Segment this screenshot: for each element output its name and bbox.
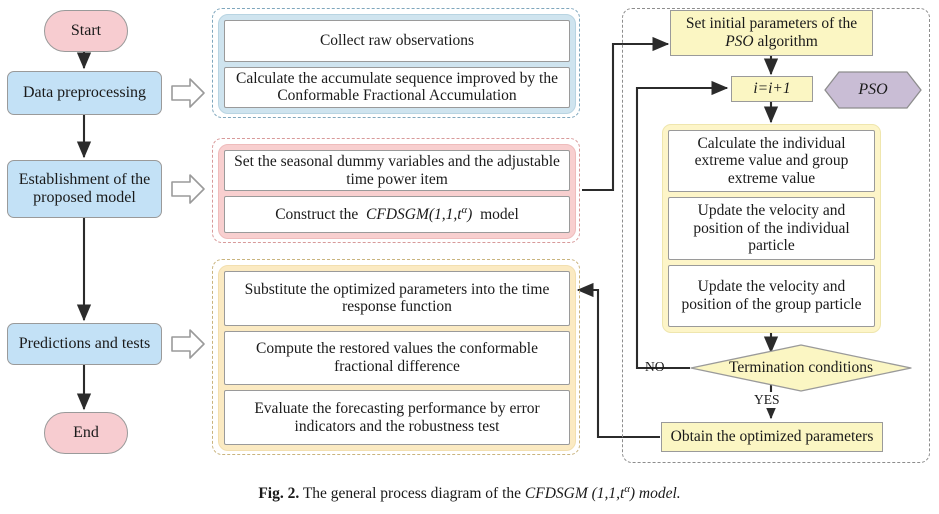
pso-init-parameters-box[interactable]: Set initial parameters of the PSO algori…: [670, 10, 873, 56]
edge-label-yes: YES: [753, 392, 781, 408]
cell-text: Evaluate the forecasting performance by …: [254, 400, 540, 435]
stage-data-preprocessing[interactable]: Data preprocessing: [7, 71, 162, 115]
pso-badge-hexagon: PSO: [824, 71, 922, 109]
fat-arrow-icon-2: [170, 172, 206, 206]
pso-step-update-individual-particle[interactable]: Update the velocity and position of the …: [668, 197, 875, 260]
data-preprocessing-group: Collect raw observations Calculate the a…: [212, 8, 580, 118]
pso-result-box[interactable]: Obtain the optimized parameters: [661, 422, 883, 452]
pso-counter-box[interactable]: i=i+1: [731, 76, 813, 102]
pso-result-label: Obtain the optimized parameters: [670, 428, 874, 446]
caption-model-tail: ) model.: [629, 485, 681, 503]
construct-model-exponent: α: [461, 205, 468, 217]
end-label: End: [73, 424, 99, 441]
figure-caption: Fig. 2. The general process diagram of t…: [0, 484, 939, 503]
pso-counter-label: i=i+1: [753, 80, 791, 98]
cell-construct-cfdsgm-model[interactable]: Construct the CFDSGM(1,1,tα) model: [224, 196, 570, 233]
stage-model-establishment[interactable]: Establishment of the proposed model: [7, 160, 162, 218]
pso-step-text: Update the velocity and position of the …: [693, 202, 850, 255]
fat-arrow-icon-3: [170, 327, 206, 361]
pso-panel: [622, 8, 930, 463]
pso-step-text: Update the velocity and position of the …: [681, 278, 862, 313]
predictions-tests-group: Substitute the optimized parameters into…: [212, 259, 580, 455]
construct-prefix: Construct the: [275, 206, 359, 224]
fat-arrow-icon-1: [170, 76, 206, 110]
stage-label-data-preprocessing: Data preprocessing: [22, 84, 147, 102]
caption-prefix: Fig. 2.: [258, 485, 300, 503]
pso-steps-group: Calculate the individual extreme value a…: [662, 124, 881, 333]
caption-model-exponent: α: [624, 484, 630, 495]
cell-evaluate-forecasting-performance[interactable]: Evaluate the forecasting performance by …: [224, 390, 570, 446]
cell-calculate-accumulate-sequence[interactable]: Calculate the accumulate sequence improv…: [224, 66, 570, 108]
cell-text: Calculate the accumulate sequence improv…: [236, 69, 558, 105]
cell-set-seasonal-dummy-variables[interactable]: Set the seasonal dummy variables and the…: [224, 150, 570, 192]
pso-init-line1: Set initial parameters of the: [685, 15, 858, 33]
pso-step-calculate-extremes[interactable]: Calculate the individual extreme value a…: [668, 130, 875, 193]
stage-label-model-establishment: Establishment of the proposed model: [18, 171, 151, 206]
construct-suffix: model: [480, 206, 519, 224]
cell-collect-raw-observations[interactable]: Collect raw observations: [224, 20, 570, 62]
stage-label-predictions-tests: Predictions and tests: [18, 335, 151, 353]
pso-init-line2-rest: algorithm: [753, 33, 818, 50]
pso-badge-label: PSO: [858, 81, 888, 98]
construct-model-args: (1,1,t: [428, 206, 462, 224]
cell-text: Substitute the optimized parameters into…: [244, 280, 550, 316]
construct-model-tail: ): [467, 206, 473, 224]
cell-text: Collect raw observations: [319, 31, 475, 49]
pso-acronym: PSO: [725, 33, 754, 50]
cell-compute-restored-values[interactable]: Compute the restored values the conforma…: [224, 330, 570, 386]
cell-text: Compute the restored values the conforma…: [256, 340, 538, 375]
construct-model-name: CFDSGM: [366, 206, 429, 224]
cell-substitute-optimized-parameters[interactable]: Substitute the optimized parameters into…: [224, 271, 570, 326]
edge-label-no: NO: [645, 359, 665, 374]
model-establishment-group: Set the seasonal dummy variables and the…: [212, 138, 580, 243]
pso-termination-label: Termination conditions: [729, 359, 873, 376]
pso-termination-decision[interactable]: Termination conditions: [690, 344, 912, 392]
pso-init-line2: PSO algorithm: [725, 33, 818, 51]
stage-predictions-tests[interactable]: Predictions and tests: [7, 323, 162, 365]
start-label: Start: [70, 22, 102, 39]
caption-model: CFDSGM (1,1,t: [524, 485, 625, 503]
cell-text: Set the seasonal dummy variables and the…: [234, 153, 560, 188]
end-terminal: End: [44, 412, 128, 454]
start-terminal: Start: [44, 10, 128, 52]
cell-text: Construct the CFDSGM(1,1,tα) model: [275, 205, 519, 224]
pso-step-update-group-particle[interactable]: Update the velocity and position of the …: [668, 264, 875, 327]
caption-text: The general process diagram of the: [302, 485, 522, 503]
pso-step-text: Calculate the individual extreme value a…: [694, 134, 849, 187]
